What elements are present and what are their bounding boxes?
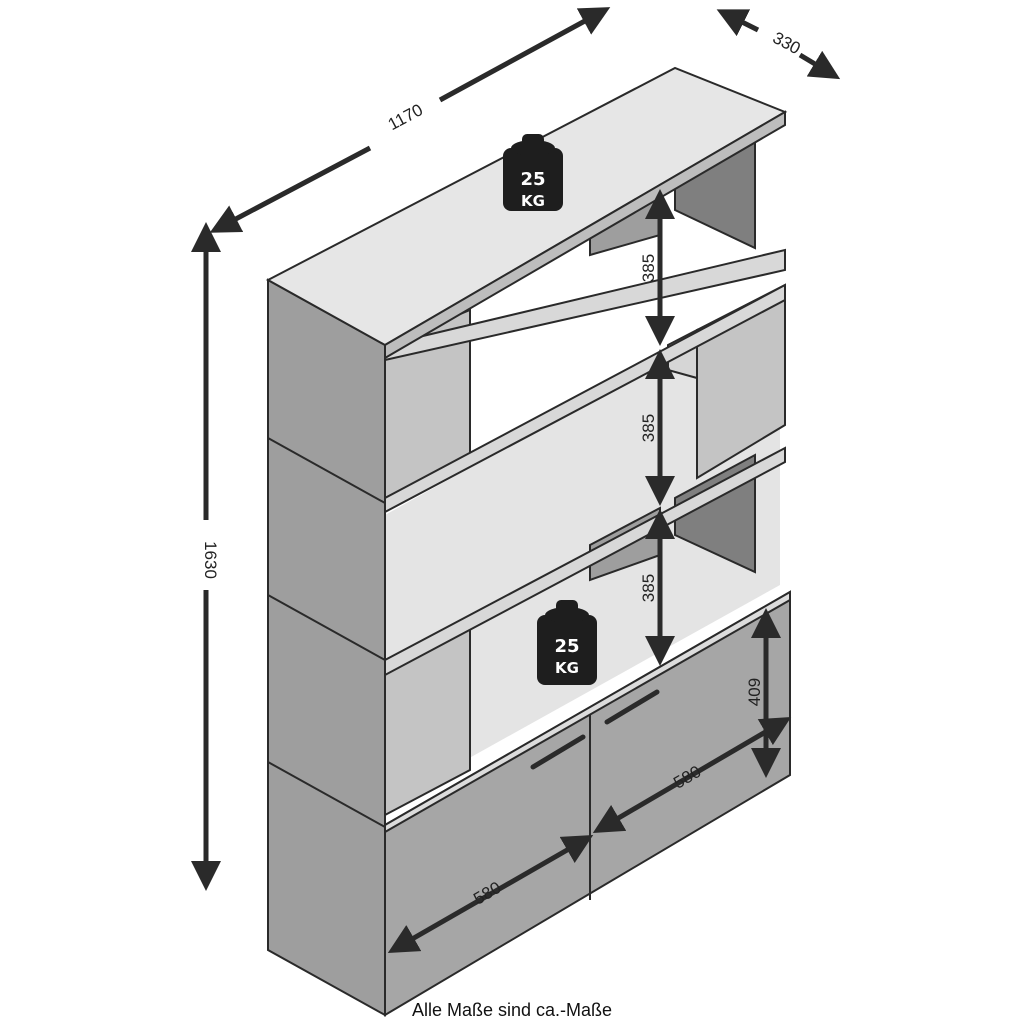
weight-lower-value: 25 (554, 636, 579, 657)
door-height-label: 409 (745, 678, 764, 706)
depth-arrow-a (716, 9, 760, 37)
weight-icon-top: 25 KG (503, 134, 563, 211)
back-panel (385, 295, 780, 805)
left-side-column (267, 278, 386, 1017)
width-arrow-a (209, 145, 372, 233)
shelf-spacing-top-label: 385 (639, 254, 658, 282)
weight-icon-lower: 25 KG (537, 600, 597, 685)
depth-arrow-b (798, 50, 841, 80)
depth-label: 330 (770, 28, 804, 58)
shelf-spacing-middle-label: 385 (639, 414, 658, 442)
door-width-right-arrow (592, 716, 792, 834)
door-width-left-arrow (387, 835, 594, 953)
weight-top-value: 25 (520, 169, 545, 190)
weight-top-unit: KG (521, 192, 545, 210)
width-label: 1170 (385, 100, 426, 134)
height-label: 1630 (201, 541, 220, 579)
dimension-arrows (191, 7, 841, 953)
shelf-spacing-bottom-label: 385 (639, 574, 658, 602)
cube-panels (384, 188, 786, 817)
width-arrow-b (438, 7, 611, 103)
caption: Alle Maße sind ca.-Maße (411, 1000, 613, 1020)
weight-lower-unit: KG (555, 659, 579, 677)
